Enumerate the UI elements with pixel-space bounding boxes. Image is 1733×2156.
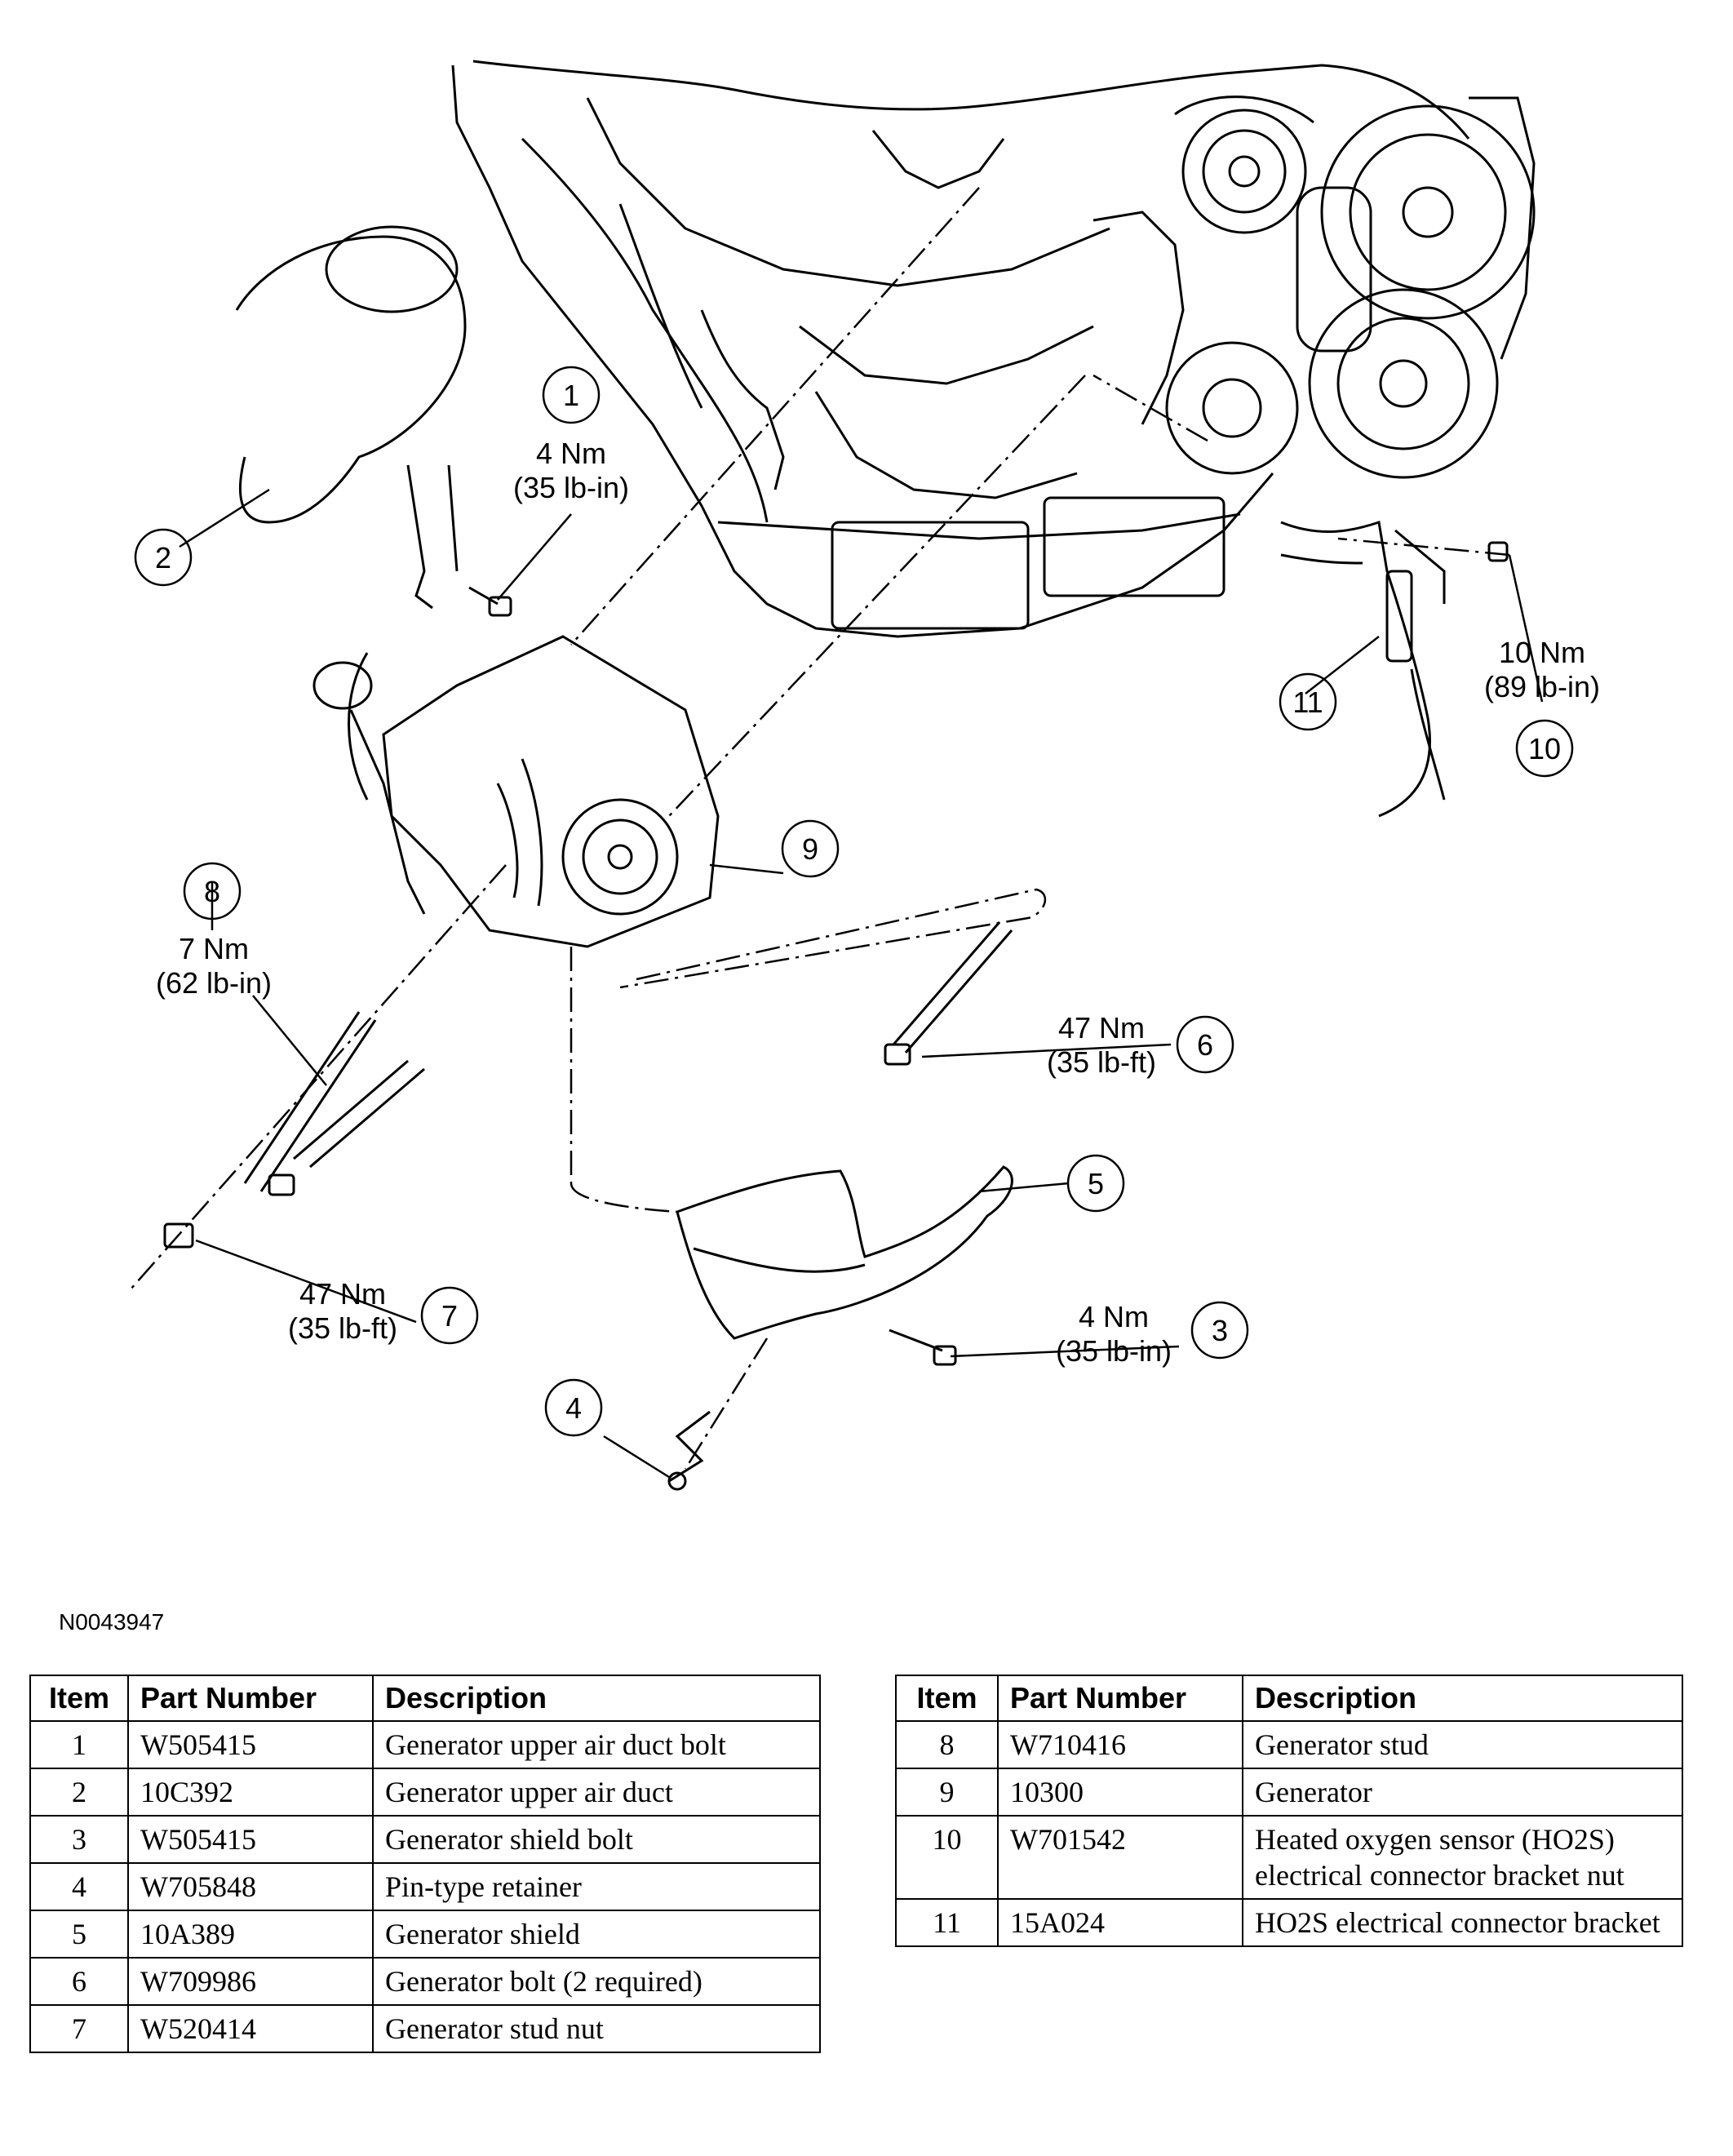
callout-torque-nm: 4 Nm (1079, 1300, 1149, 1333)
callout-number: 7 (441, 1299, 458, 1333)
header-part-number: Part Number (997, 1675, 1243, 1722)
cell-part-number: 10A389 (127, 1910, 374, 1959)
callout-number: 3 (1212, 1314, 1228, 1347)
exploded-view-diagram: 1 4 Nm (35 lb-in) 2 3 4 Nm (35 lb-in) 4 … (130, 60, 1600, 1491)
callout-number: 9 (802, 832, 818, 866)
callout-number: 10 (1528, 732, 1561, 765)
cell-part-number: 15A024 (997, 1898, 1243, 1947)
header-item: Item (895, 1675, 999, 1722)
callout-torque-imp: (35 lb-in) (1056, 1334, 1172, 1368)
cell-description: Generator shield (372, 1910, 821, 1959)
leader-lines (179, 488, 1544, 1479)
cell-item: 2 (29, 1768, 129, 1817)
cell-description: Generator stud nut (372, 2004, 821, 2053)
cell-part-number: W520414 (127, 2004, 374, 2053)
figure-id: N0043947 (59, 1609, 165, 1635)
callout-torque-nm: 47 Nm (1058, 1011, 1145, 1045)
cell-description: HO2S electrical connector bracket (1242, 1898, 1683, 1947)
callout-10: 10 10 Nm (89 lb-in) (1484, 636, 1600, 778)
cell-description: Generator upper air duct bolt (372, 1720, 821, 1769)
callout-2: 2 (134, 528, 193, 587)
callout-torque-nm: 7 Nm (179, 932, 249, 965)
callout-torque-imp: (62 lb-in) (156, 966, 272, 1000)
callout-number: 1 (563, 379, 579, 412)
callout-3: 3 4 Nm (35 lb-in) (1056, 1300, 1249, 1368)
cell-part-number: 10C392 (127, 1768, 374, 1817)
callout-1: 1 4 Nm (35 lb-in) (513, 366, 629, 504)
cell-part-number: W705848 (127, 1862, 374, 1911)
callout-number: 8 (204, 875, 220, 908)
generator-shield (676, 1165, 1013, 1340)
cell-part-number: W505415 (127, 1815, 374, 1864)
callout-9: 9 (781, 819, 840, 878)
callout-number: 11 (1292, 685, 1323, 719)
callout-5: 5 (1066, 1154, 1125, 1213)
cell-item: 11 (895, 1898, 999, 1947)
cell-part-number: W701542 (997, 1815, 1243, 1900)
cell-item: 7 (29, 2004, 129, 2053)
table-header-row: Item Part Number Description (29, 1675, 821, 1722)
callout-torque-imp: (35 lb-in) (513, 471, 629, 504)
callout-torque-imp: (35 lb-ft) (1047, 1045, 1156, 1079)
header-item: Item (29, 1675, 129, 1722)
cell-description: Pin-type retainer (372, 1862, 821, 1911)
cell-item: 9 (895, 1768, 999, 1817)
header-description: Description (1242, 1675, 1683, 1722)
cell-part-number: 10300 (997, 1768, 1243, 1817)
callout-number: 2 (155, 541, 171, 574)
cell-item: 5 (29, 1910, 129, 1959)
callout-7: 7 47 Nm (35 lb-ft) (288, 1277, 479, 1345)
generator-upper-air-duct (235, 225, 467, 610)
cell-description: Heated oxygen sensor (HO2S) electrical c… (1242, 1815, 1683, 1900)
generator (312, 635, 720, 948)
callout-6: 6 47 Nm (35 lb-ft) (1047, 1011, 1234, 1079)
callout-torque-imp: (89 lb-in) (1484, 670, 1600, 703)
callout-torque-nm: 10 Nm (1499, 636, 1585, 669)
cell-description: Generator stud (1242, 1720, 1683, 1769)
cell-part-number: W710416 (997, 1720, 1243, 1769)
cell-item: 4 (29, 1862, 129, 1911)
cell-description: Generator upper air duct (372, 1768, 821, 1817)
header-description: Description (372, 1675, 821, 1722)
cell-item: 3 (29, 1815, 129, 1864)
cell-item: 8 (895, 1720, 999, 1769)
callout-number: 6 (1197, 1028, 1213, 1062)
callout-number: 5 (1088, 1167, 1104, 1200)
cell-part-number: W709986 (127, 1957, 374, 2006)
table-header-row: Item Part Number Description (895, 1675, 1683, 1722)
callout-8: 8 7 Nm (62 lb-in) (156, 862, 272, 1000)
alignment-lines (130, 187, 1510, 1470)
cell-item: 10 (895, 1815, 999, 1900)
engine-assembly (451, 60, 1536, 818)
callout-number: 4 (565, 1391, 582, 1425)
cell-part-number: W505415 (127, 1720, 374, 1769)
callout-torque-nm: 47 Nm (299, 1277, 386, 1311)
callout-torque-nm: 4 Nm (536, 437, 606, 470)
generator-bolts (163, 541, 1509, 1491)
cell-description: Generator shield bolt (372, 1815, 821, 1864)
cell-item: 1 (29, 1720, 129, 1769)
callout-11: 11 (1279, 672, 1337, 731)
callout-torque-imp: (35 lb-ft) (288, 1311, 397, 1345)
callout-4: 4 (544, 1378, 603, 1437)
cell-description: Generator (1242, 1768, 1683, 1817)
cell-item: 6 (29, 1957, 129, 2006)
cell-description: Generator bolt (2 required) (372, 1957, 821, 2006)
header-part-number: Part Number (127, 1675, 374, 1722)
